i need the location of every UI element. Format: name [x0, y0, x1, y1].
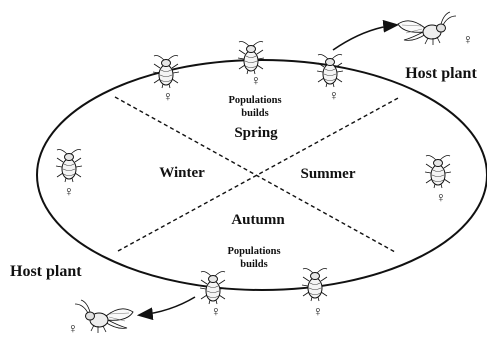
host-plant-label: Host plant [405, 65, 477, 82]
population-label: Populations [227, 246, 280, 257]
wingless-aphid-icon [316, 54, 344, 88]
female-symbol-icon: ♀ [251, 74, 262, 89]
female-symbol-icon: ♀ [463, 33, 474, 48]
wingless-aphid-icon [152, 55, 180, 89]
cycle-ellipse [36, 59, 487, 291]
female-symbol-icon: ♀ [436, 191, 447, 206]
female-symbol-icon: ♀ [313, 305, 324, 320]
season-label-autumn: Autumn [231, 212, 285, 228]
wingless-aphid-icon [55, 149, 83, 183]
migration-arrow [136, 296, 196, 321]
population-label: Populations [228, 95, 281, 106]
female-symbol-icon: ♀ [64, 185, 75, 200]
female-symbol-icon: ♀ [211, 305, 222, 320]
divider-line [114, 96, 396, 253]
season-label-summer: Summer [301, 166, 356, 182]
winged-aphid-icon [397, 11, 457, 46]
female-symbol-icon: ♀ [163, 90, 174, 105]
host-plant-label: Host plant [10, 263, 82, 280]
migration-arrow [332, 19, 400, 51]
season-label-spring: Spring [234, 125, 278, 141]
wingless-aphid-icon [237, 41, 265, 75]
population-label: builds [240, 259, 267, 270]
female-symbol-icon: ♀ [68, 322, 79, 337]
female-symbol-icon: ♀ [329, 89, 340, 104]
divider-line [117, 96, 401, 252]
winged-aphid-icon [74, 299, 134, 334]
season-label-winter: Winter [159, 165, 205, 181]
population-label: builds [241, 108, 268, 119]
wingless-aphid-icon [424, 155, 452, 189]
